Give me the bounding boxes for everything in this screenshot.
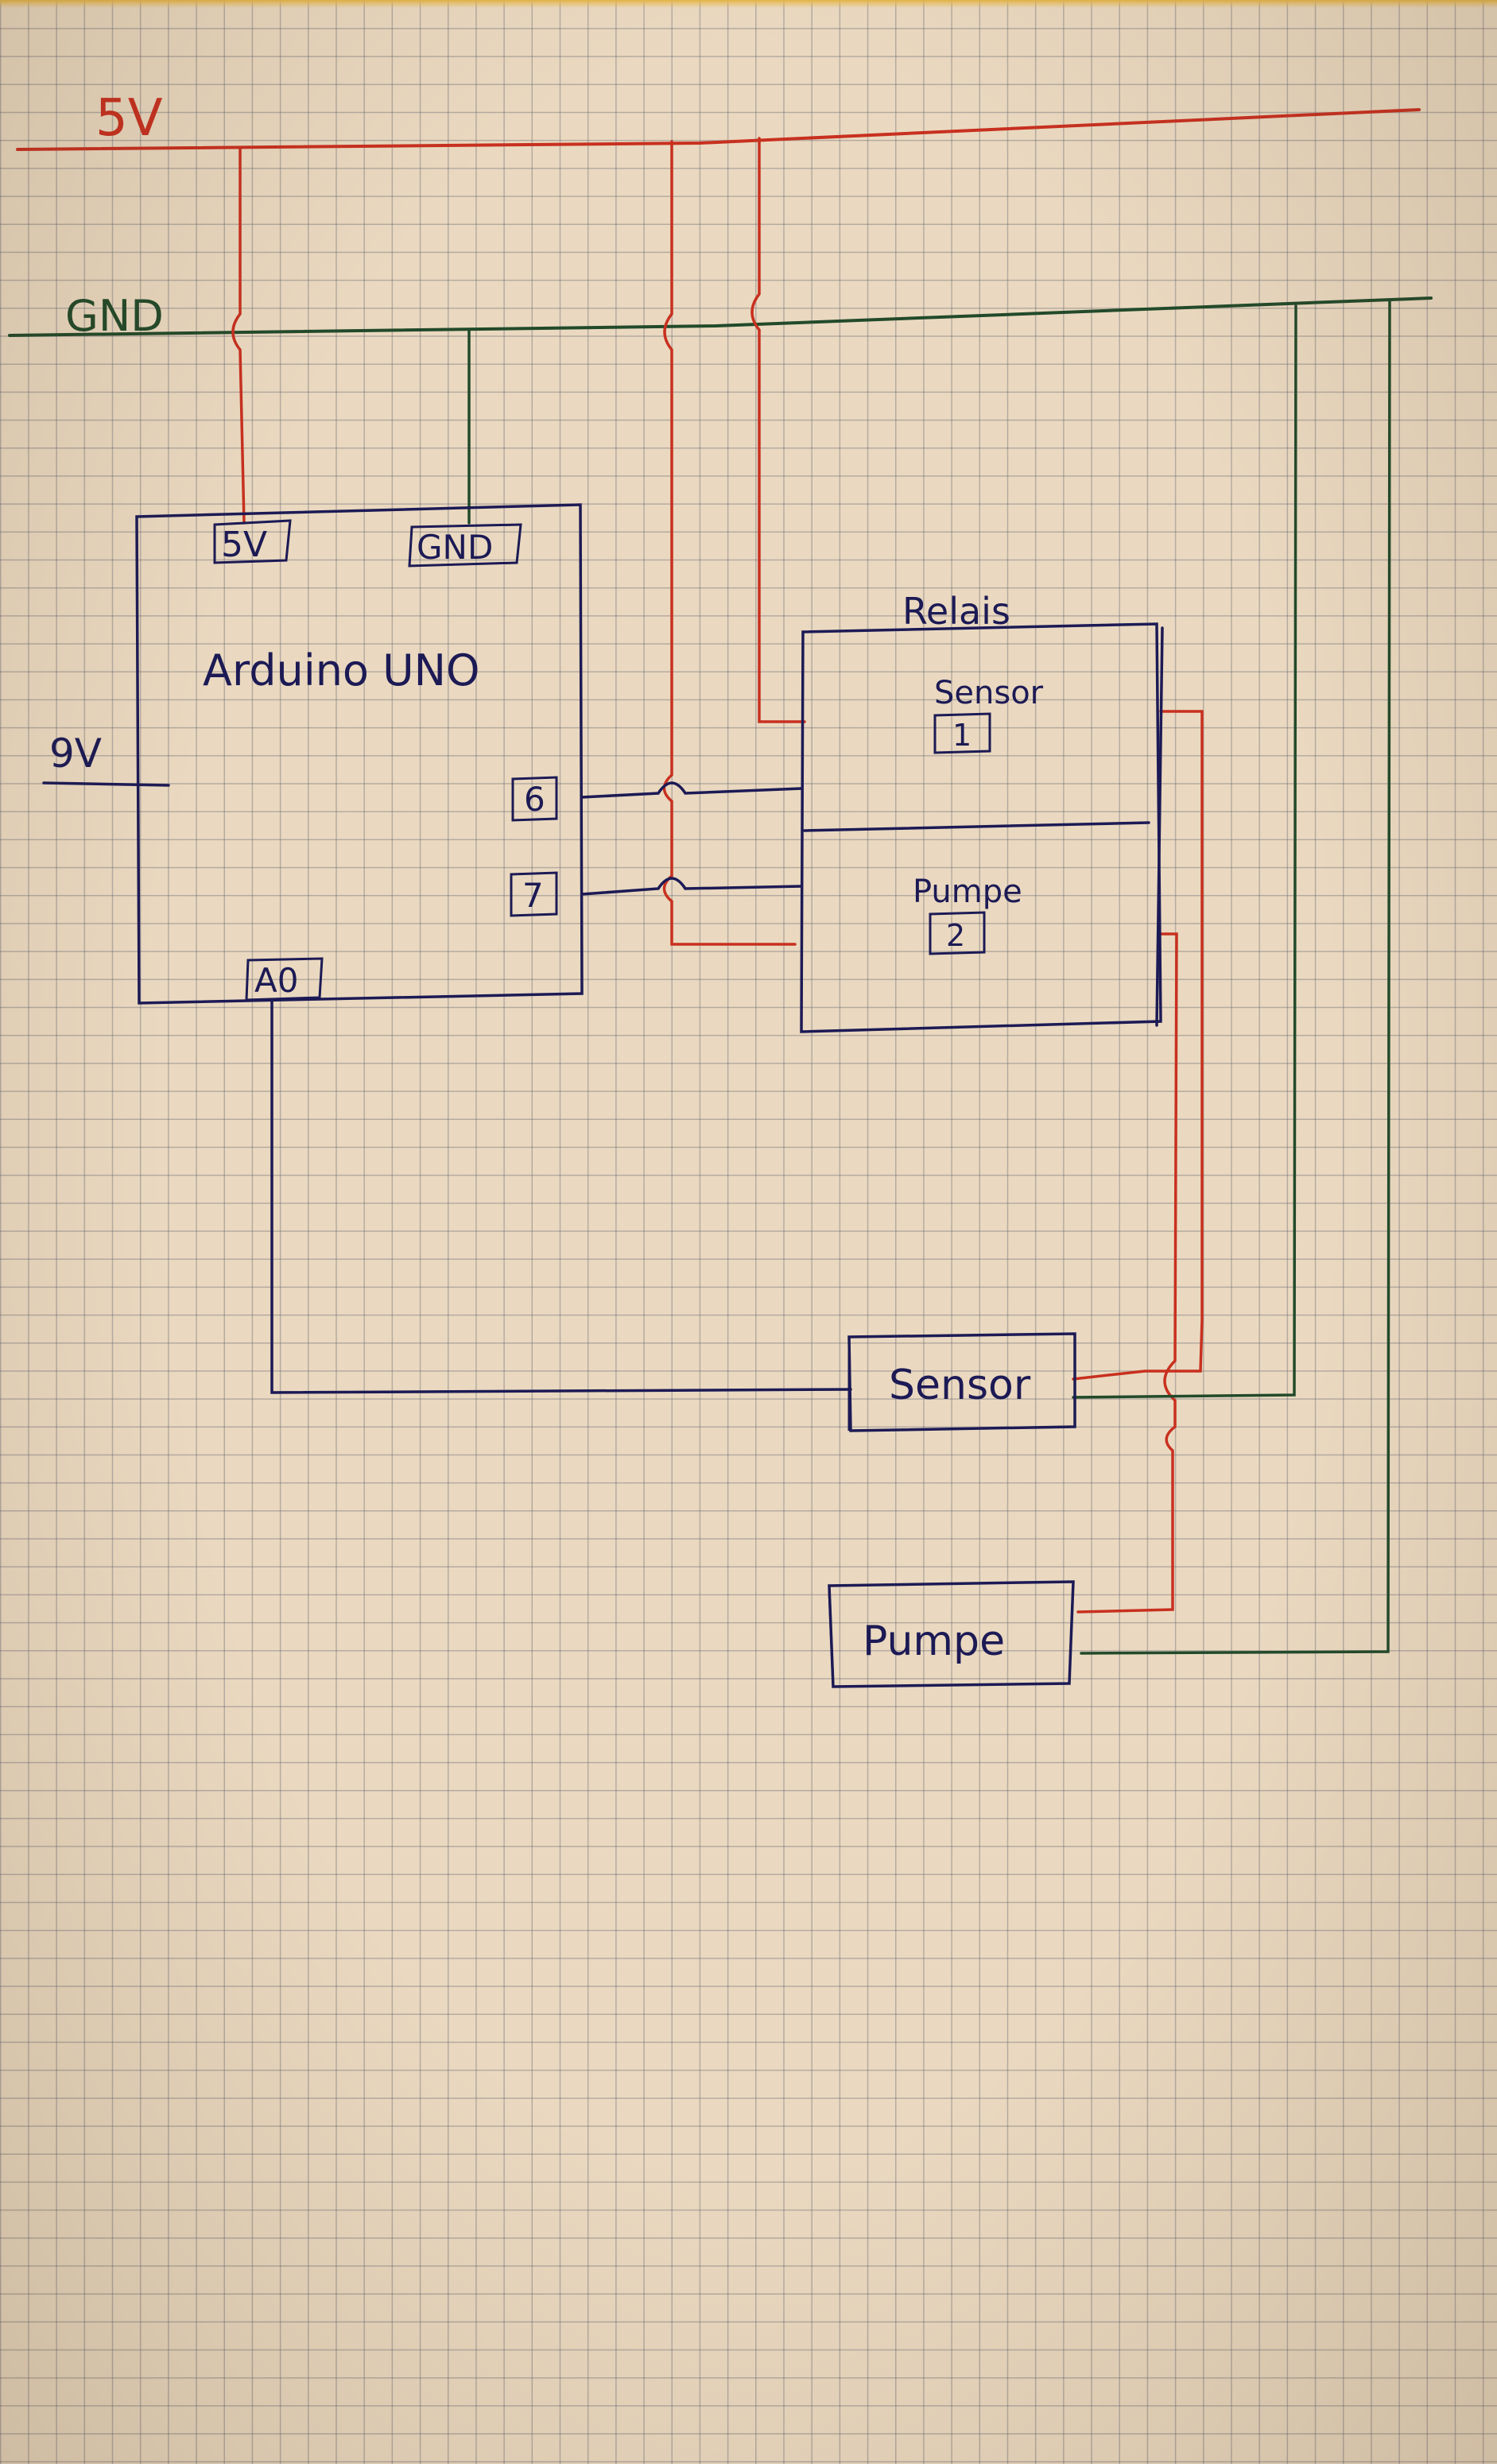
relay-channel-1-number: 1 <box>952 718 971 753</box>
relay-channel-1: Sensor 1 <box>933 675 1044 754</box>
relay-module <box>800 622 1164 1033</box>
gnd-label: GND <box>65 291 164 341</box>
paper-edge <box>0 0 1497 8</box>
relay-channel-1-label: Sensor <box>934 675 1044 711</box>
relay-channel-2-number: 2 <box>946 918 965 953</box>
relay-channel-2-label: Pumpe <box>913 874 1022 910</box>
svg-text:6: 6 <box>524 780 545 819</box>
vcc-label: 5V <box>95 89 163 148</box>
svg-text:GND: GND <box>417 528 493 567</box>
sensor-block: Sensor <box>847 1332 1076 1432</box>
pump-label: Pumpe <box>863 1617 1005 1665</box>
arduino-title: Arduino UNO <box>203 645 480 695</box>
gnd-wires <box>467 299 1391 1655</box>
svg-text:A0: A0 <box>254 961 298 1000</box>
vcc-rail <box>16 108 1421 151</box>
sensor-label: Sensor <box>889 1362 1031 1409</box>
signal-wires <box>270 781 852 1394</box>
svg-text:5V: 5V <box>221 525 267 565</box>
gnd-rail <box>8 296 1433 337</box>
relay-channel-2: Pumpe 2 <box>913 874 1022 955</box>
input-voltage-label: 9V <box>49 730 102 777</box>
pump-block: Pumpe <box>828 1580 1075 1688</box>
arduino-pin-7: 7 <box>510 871 558 917</box>
svg-text:7: 7 <box>522 876 544 915</box>
arduino-pin-a0: A0 <box>245 957 324 1001</box>
arduino-pin-6: 6 <box>511 776 558 822</box>
relay-title: Relais <box>902 590 1010 633</box>
vcc-wires <box>231 137 1204 1614</box>
arduino-pin-gnd: GND <box>408 523 522 568</box>
arduino-pin-5v: 5V <box>213 519 292 565</box>
arduino-board <box>42 503 584 1005</box>
